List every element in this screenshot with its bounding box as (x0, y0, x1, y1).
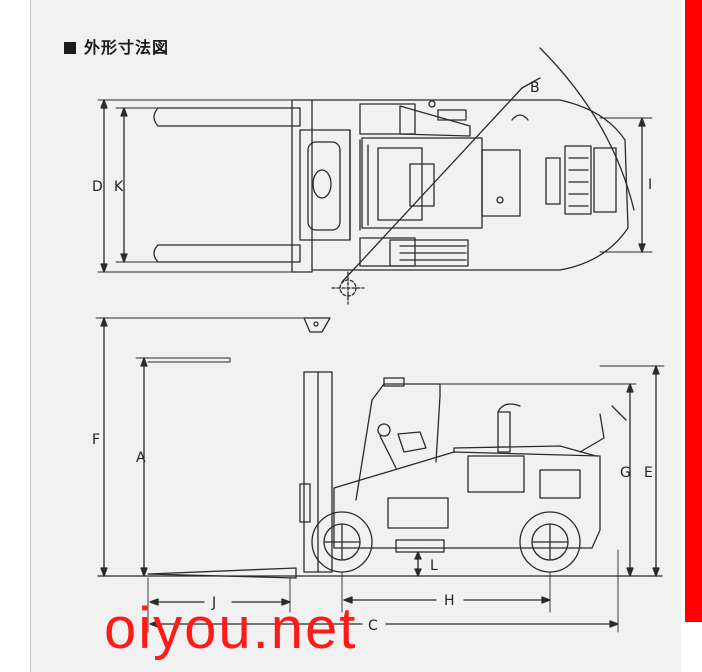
watermark-text: oiyou.net (104, 596, 358, 661)
top-view (97, 47, 653, 305)
dim-label-i: I (648, 177, 652, 193)
dim-label-d: D (92, 179, 103, 195)
red-edge-bar (685, 0, 702, 622)
dim-label-e: E (644, 465, 653, 481)
dim-label-j: J (211, 595, 216, 611)
dim-label-a: A (136, 450, 146, 466)
dim-label-k: K (114, 179, 124, 195)
diagram-title: 外形寸法図 (64, 34, 169, 58)
dim-label-c: C (368, 618, 378, 634)
side-view (95, 317, 665, 633)
dim-label-h: H (444, 593, 455, 609)
dim-label-l: L (430, 558, 438, 574)
dim-label-b: B (530, 80, 540, 96)
diagram-title-text: 外形寸法図 (84, 38, 170, 57)
square-bullet-icon (64, 42, 76, 54)
dim-label-g: G (620, 465, 631, 481)
dim-label-f: F (92, 432, 100, 448)
drawing-sheet (30, 0, 681, 672)
